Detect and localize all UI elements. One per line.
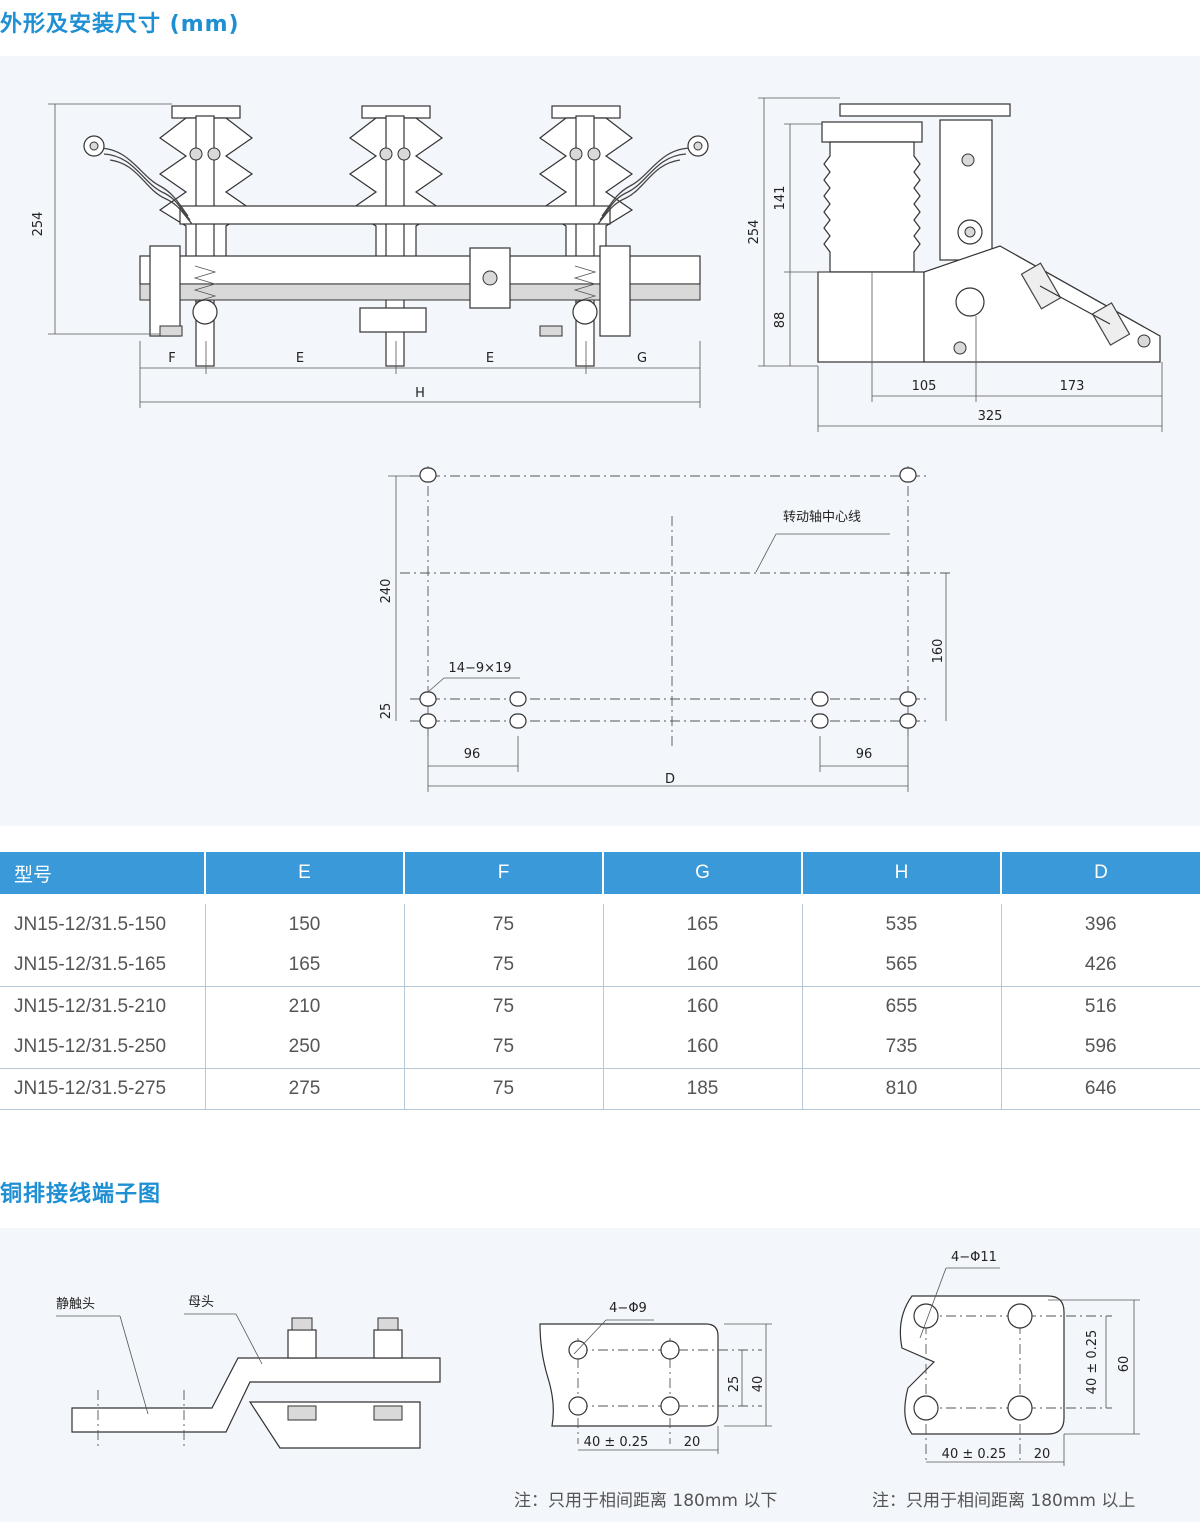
cell-E: 275: [205, 1068, 405, 1110]
th-G: G: [603, 852, 803, 894]
table-row: JN15-12/31.5-150 150 75 165 535 396: [0, 904, 1200, 945]
cell-H: 565: [802, 945, 1002, 987]
mount-dim-96-right: 96: [856, 747, 873, 762]
cell-model: JN15-12/31.5-210: [0, 986, 206, 1027]
cell-D: 596: [1001, 1027, 1200, 1069]
side-dim-88: 88: [773, 312, 788, 329]
cell-model: JN15-12/31.5-275: [0, 1068, 206, 1110]
side-dim-325: 325: [978, 409, 1003, 424]
table-row: JN15-12/31.5-250 250 75 160 735 596: [0, 1027, 1200, 1069]
outline-drawings: 254 F E E G H: [31, 97, 1163, 792]
cell-E: 250: [205, 1027, 405, 1069]
note-small: 注：只用于相间距离 180mm 以下: [514, 1491, 778, 1511]
small-dim-20: 20: [684, 1435, 701, 1450]
th-H: H: [802, 852, 1002, 894]
cell-model: JN15-12/31.5-150: [0, 904, 206, 945]
table-row: JN15-12/31.5-275 275 75 185 810 646: [0, 1068, 1200, 1110]
cell-D: 426: [1001, 945, 1200, 987]
label-busbar-head: 母头: [188, 1295, 214, 1310]
cell-H: 655: [802, 986, 1002, 1027]
mount-dim-96-left: 96: [464, 747, 481, 762]
section-title-terminal: 铜排接线端子图: [0, 1182, 162, 1207]
large-holes-label: 4−Φ11: [951, 1250, 997, 1265]
small-dim-pitch: 40 ± 0.25: [584, 1435, 649, 1450]
terminal-drawings: 静触头 母头 4−Φ9 25 40 40 ± 0.25 2: [56, 1250, 1140, 1466]
mount-dim-D: D: [665, 772, 675, 787]
large-dim-20: 20: [1034, 1447, 1051, 1462]
terminal-side-profile: 静触头 母头: [56, 1295, 441, 1449]
side-dim-173: 173: [1060, 379, 1085, 394]
side-dim-105: 105: [912, 379, 937, 394]
cell-G: 160: [603, 945, 803, 987]
mount-plan: 转动轴中心线 240 25 160 14−9×19 96 96 D: [379, 466, 950, 792]
cell-H: 735: [802, 1027, 1002, 1069]
table-row: JN15-12/31.5-165 165 75 160 565 426: [0, 945, 1200, 987]
cell-E: 150: [205, 904, 405, 945]
table-spacer: [0, 894, 1200, 904]
cell-F: 75: [404, 986, 604, 1027]
cell-D: 516: [1084, 995, 1117, 1017]
mount-dim-160: 160: [931, 639, 946, 664]
mount-dim-25: 25: [379, 703, 394, 720]
cell-G: 185: [603, 1068, 803, 1110]
terminal-drawing-panel: 静触头 母头 4−Φ9 25 40 40 ± 0.25 2: [0, 1228, 1200, 1522]
front-dim-E1: E: [296, 351, 304, 366]
cell-D: 396: [1084, 913, 1117, 935]
cell-E: 210: [205, 986, 405, 1027]
side-dim-254: 254: [747, 220, 762, 245]
front-dim-G: G: [637, 351, 647, 366]
table-row: JN15-12/31.5-210 210 75 160 655 516: [0, 986, 1200, 1027]
cell-F: 75: [404, 1068, 604, 1110]
th-D: D: [1001, 852, 1200, 894]
label-static-contact: 静触头: [56, 1297, 95, 1312]
front-dim-E2: E: [486, 351, 494, 366]
cell-model: JN15-12/31.5-250: [0, 1027, 206, 1069]
cell-model: JN15-12/31.5-165: [0, 945, 206, 987]
cell-E: 165: [205, 945, 405, 987]
note-large: 注：只用于相间距离 180mm 以上: [872, 1491, 1136, 1511]
cell-F: 75: [404, 1027, 604, 1069]
side-dim-141: 141: [773, 186, 788, 211]
mount-shaft-label: 转动轴中心线: [783, 510, 861, 525]
table-header-row: 型号 E F G H D: [0, 852, 1200, 894]
cell-G: 165: [603, 904, 803, 945]
small-dim-40: 40: [751, 1376, 766, 1393]
front-dim-F: F: [168, 351, 175, 366]
large-dim-pitch-h: 40 ± 0.25: [942, 1447, 1007, 1462]
cell-G: 160: [603, 986, 803, 1027]
cell-D: 646: [1001, 1068, 1200, 1110]
large-dim-60: 60: [1117, 1356, 1132, 1373]
cell-F: 75: [404, 945, 604, 987]
th-E: E: [205, 852, 405, 894]
terminal-large-plate: 4−Φ11 40 ± 0.25 60 40 ± 0.25 20: [899, 1250, 1140, 1466]
section-title-outline: 外形及安装尺寸 (mm): [0, 12, 240, 37]
cell-F: 75: [404, 904, 604, 945]
th-model: 型号: [0, 852, 206, 894]
outline-drawing-panel: 254 F E E G H: [0, 56, 1200, 826]
terminal-small-plate: 4−Φ9 25 40 40 ± 0.25 20: [539, 1301, 772, 1454]
front-dim-height: 254: [31, 212, 46, 237]
small-dim-25: 25: [727, 1376, 742, 1393]
front-view: 254 F E E G H: [31, 103, 709, 408]
cell-G: 160: [603, 1027, 803, 1069]
spec-table: 型号 E F G H D JN15-12/31.5-150 150 75 165…: [0, 852, 1200, 1110]
large-dim-pitch-v: 40 ± 0.25: [1085, 1330, 1100, 1395]
cell-H: 535: [802, 904, 1002, 945]
front-dim-H: H: [415, 386, 425, 401]
mount-hole-label: 14−9×19: [448, 661, 511, 676]
th-F: F: [404, 852, 604, 894]
mount-dim-240: 240: [379, 579, 394, 604]
cell-H: 810: [802, 1068, 1002, 1110]
side-view: 254 141 88 105 173 325: [747, 97, 1163, 432]
small-holes-label: 4−Φ9: [609, 1301, 647, 1316]
